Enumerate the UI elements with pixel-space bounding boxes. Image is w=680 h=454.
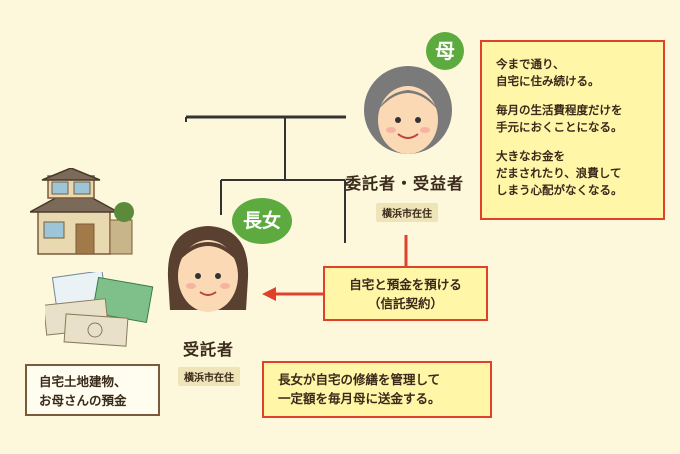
mother-note: 今まで通り、 自宅に住み続ける。 毎月の生活費程度だけを 手元におくことになる。… <box>480 40 665 220</box>
daughter-residence-tag: 横浜市在住 <box>178 367 240 386</box>
mother-role-title: 委託者・受益者 <box>345 174 465 193</box>
mother-note-line-1: 今まで通り、 自宅に住み続ける。 <box>496 57 600 88</box>
mother-note-line-3: 大きなお金を だまされたり、浪費して しまう心配がなくなる。 <box>496 149 623 197</box>
daughter-role-title: 受託者 <box>183 340 235 359</box>
mother-residence-tag: 横浜市在住 <box>376 203 438 222</box>
trust-contract-box: 自宅と預金を預ける （信託契約） <box>323 266 488 321</box>
mother-avatar <box>364 66 452 154</box>
house-illustration <box>30 168 134 255</box>
mother-badge: 母 <box>426 32 464 70</box>
daughter-avatar <box>167 226 249 312</box>
bankbook-cash-illustration <box>45 272 154 347</box>
mother-note-line-2: 毎月の生活費程度だけを 手元におくことになる。 <box>496 103 623 134</box>
assets-box: 自宅土地建物、 お母さんの預金 <box>25 364 160 416</box>
daughter-badge: 長女 <box>232 198 292 244</box>
daughter-note: 長女が自宅の修繕を管理して 一定額を毎月母に送金する。 <box>262 361 492 418</box>
